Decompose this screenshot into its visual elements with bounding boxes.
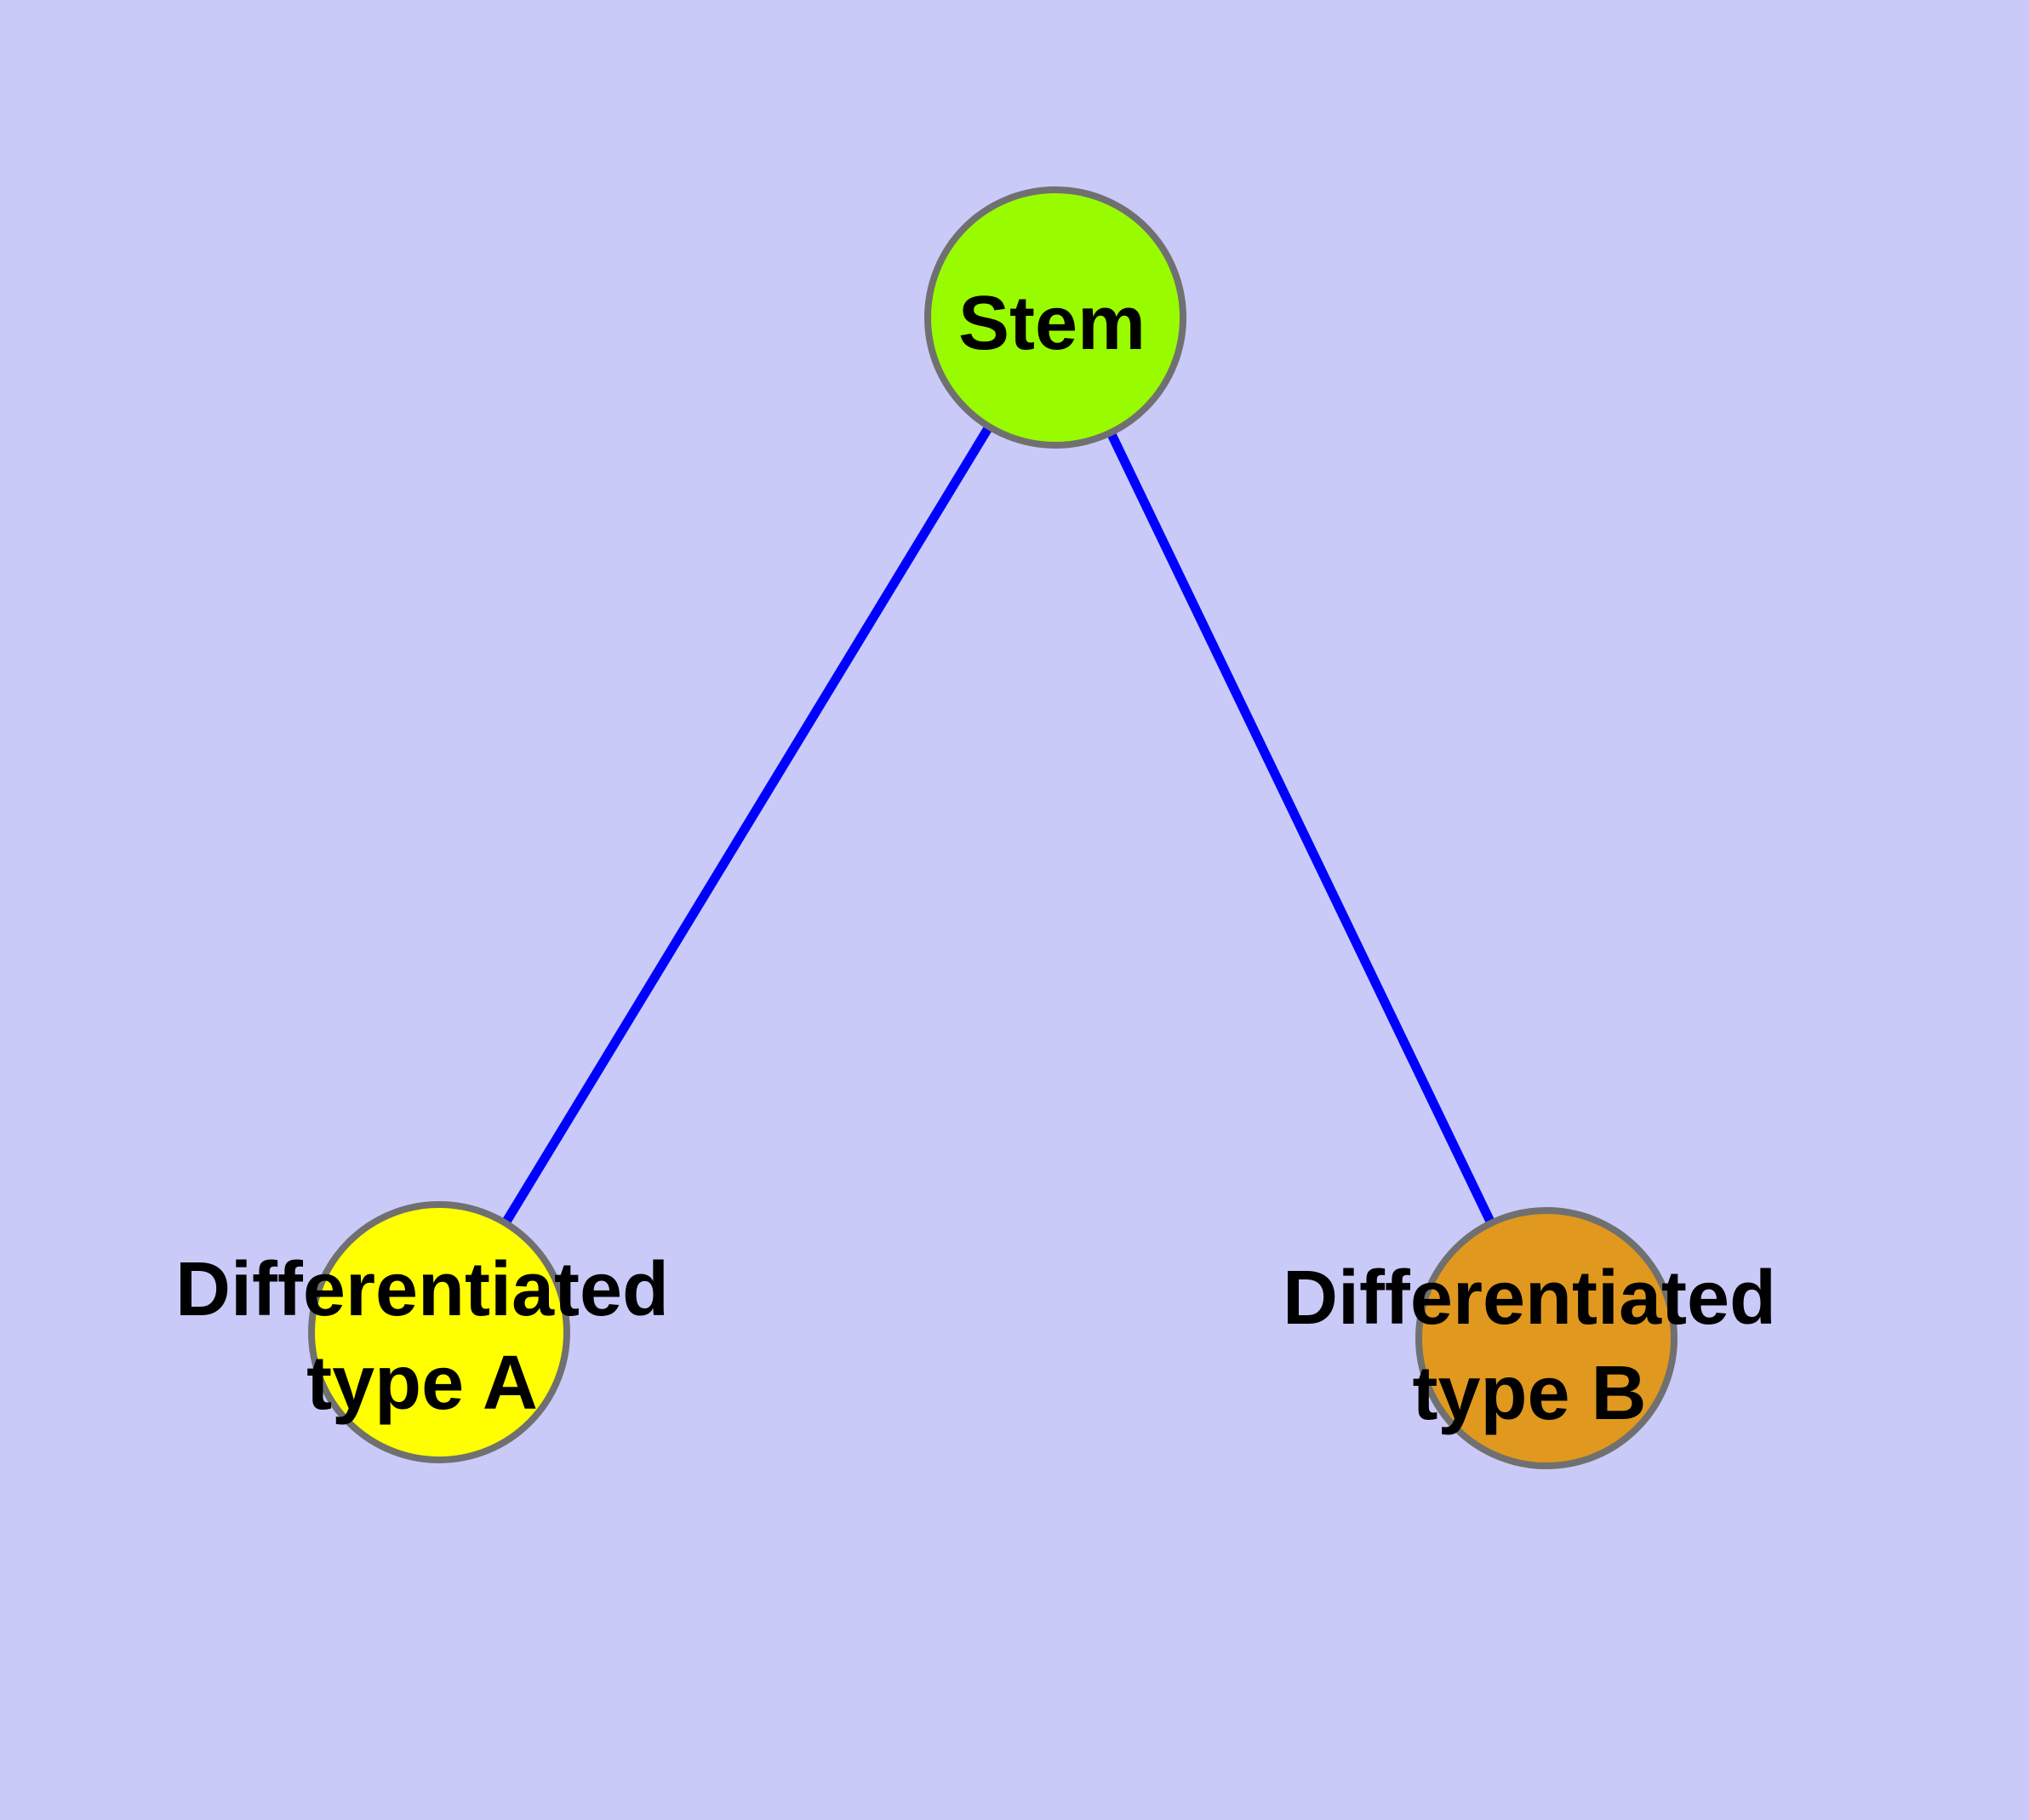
node-stem: Stem bbox=[924, 186, 1186, 449]
edge-stem-to-type-a bbox=[435, 315, 1060, 1335]
type-a-node-label-line2: type A bbox=[306, 1341, 538, 1426]
type-b-node-label-line2: type B bbox=[1412, 1351, 1646, 1436]
stem-node-circle bbox=[924, 186, 1186, 449]
edge-stem-to-type-b bbox=[1051, 315, 1551, 1341]
stem-node-label: Stem bbox=[958, 281, 1146, 366]
type-b-node-label-line1: Differentiated bbox=[1283, 1256, 1776, 1341]
node-type-a: Differentiated type A bbox=[175, 1201, 669, 1463]
type-b-node-circle bbox=[1415, 1207, 1677, 1469]
type-a-node-label-line1: Differentiated bbox=[175, 1247, 669, 1332]
node-type-b: Differentiated type B bbox=[1283, 1207, 1776, 1469]
type-a-node-circle bbox=[308, 1201, 570, 1463]
